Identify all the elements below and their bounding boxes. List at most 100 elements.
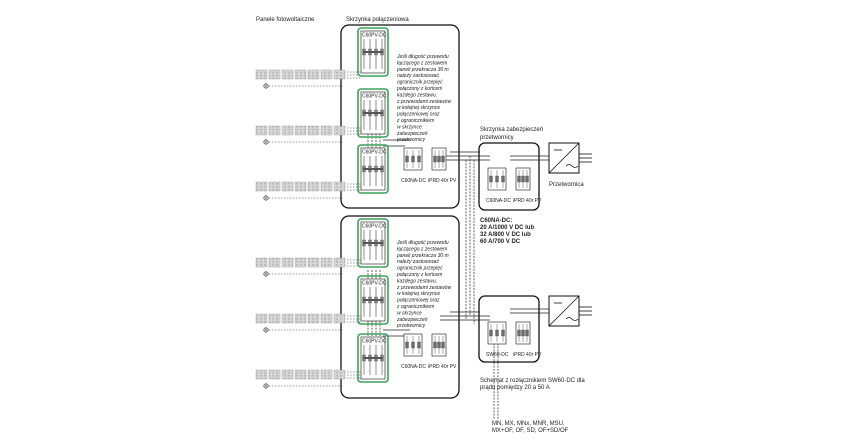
pv-module [294,313,307,324]
circuit-breaker: C60PV-DC [357,333,389,383]
surge-arrester-inverter-2-label: iPRD 40r PV [513,352,542,358]
pv-string [255,69,362,89]
pv-module [307,181,320,192]
pv-module [294,125,307,136]
note-line: połączony z końcem [396,86,442,92]
pv-module [268,181,281,192]
note-line: z ogranicznikiem [396,304,434,310]
circuit-breaker: C60PV-DC [357,88,389,138]
ground-icon [263,271,269,277]
combiner-box-bottom [340,215,460,399]
sw60-switch-label: SW60-DC [486,352,509,358]
c60na-breaker-inverter-label: C60NA-DC [486,198,511,204]
c60-rating-title: C60NA-DC: [480,218,512,224]
pv-string [255,313,362,333]
pv-module [281,69,294,80]
note-line: w skrzynce [397,310,422,316]
breaker-label: C60PV-DC [362,224,387,230]
breaker-label: C60PV-DC [362,150,387,156]
note-line: połączony z końcem [396,272,442,278]
pv-module [320,313,333,324]
surge-arrester-bottom-label: iPRD 40r PV [428,364,457,370]
pv-module [255,313,268,324]
circuit-breaker: C60PV-DC [357,218,389,268]
combiner-box-top [340,24,460,209]
note-line: z przewodami zestawów [396,99,452,105]
note-line: każdego zestawu, [397,92,437,98]
pv-module [333,125,346,136]
inverter-protection-box-bottom [478,295,540,363]
pv-module [320,257,333,268]
pv-module [307,369,320,380]
pv-module [320,125,333,136]
sw60-switch: SW60-DC [486,321,509,358]
c60na-breaker-inverter: C60NA-DC [486,167,511,204]
note-line: ogranicznik przepięć [397,266,443,272]
pv-module [281,125,294,136]
pv-module [268,257,281,268]
circuit-breaker: C60PV-DC [357,275,389,325]
note-line: łączącego z zestawem [397,246,447,252]
note-line: w kolejnej skrzynce [397,291,440,297]
combiner-label: Skrzynka połączeniowa [346,17,409,23]
note-line: zabezpieczeń [396,317,428,323]
circuit-breaker: C60PV-DC [357,144,389,194]
pv-module [307,257,320,268]
pv-module [333,369,346,380]
pv-module [281,313,294,324]
pv-module [255,257,268,268]
pv-module [294,69,307,80]
pv-module [307,313,320,324]
c60na-breaker-bottom: C60NA-DC [401,333,426,370]
note-line: w kolejnej skrzynce [397,105,440,111]
c60-rating-line-3: 60 A/700 V DC [480,239,521,245]
note-line: Jeśli długość przewodu [396,240,449,246]
aux-contacts-line-2: MX+OF, OF, SD, OF+SD/OF [492,428,569,434]
pv-module [333,181,346,192]
ground-icon [263,139,269,145]
pv-module [281,257,294,268]
pv-module [333,257,346,268]
pv-module [255,125,268,136]
inverter-top [548,142,580,174]
ground-icon [263,383,269,389]
ac-output-top [579,153,592,163]
surge-arrester-inverter-2: iPRD 40r PV [513,321,542,358]
pv-module [281,181,294,192]
pv-module [268,313,281,324]
pv-module [307,125,320,136]
note-line: w skrzynce [397,124,422,130]
note-line: każdego zestawu, [397,278,437,284]
c60-rating-line-2: 32 A/800 V DC lub [480,232,531,238]
ground-icon [263,195,269,201]
surge-arrester-bottom: iPRD 40r PV [428,333,457,370]
breaker-highlight [357,88,389,138]
breaker-label: C60PV-DC [362,339,387,345]
note-line: paneli przekracza 30 m [396,67,449,73]
pv-module [320,69,333,80]
breaker-highlight [357,275,389,325]
pv-string [255,181,362,201]
pv-module [320,369,333,380]
note-line: przetwornicy [396,137,426,143]
surge-arrester-top: iPRD 40r PV [428,147,457,184]
pv-module [307,69,320,80]
circuit-breaker: C60PV-DC [357,27,389,77]
note-line: połączeniowej oraz [396,298,440,304]
pv-module [294,181,307,192]
surge-arrester-inverter: iPRD 40r PV [513,167,542,204]
pv-module [268,369,281,380]
note-line: paneli przekracza 30 m [396,253,449,259]
pv-module [333,313,346,324]
surge-arrester-inverter-label: iPRD 40r PV [513,198,542,204]
inverter-label: Przetwornica [549,182,584,188]
c60na-breaker-bottom-label: C60NA-DC [401,364,426,370]
c60na-breaker-top-label: C60NA-DC [401,178,426,184]
note-line: zabezpieczeń [396,131,428,137]
pv-string [255,369,362,389]
pv-string [255,257,362,277]
inverter-protection-box-top [478,142,540,211]
breaker-highlight [357,27,389,77]
sw60-note-line-1: Schemat z rozłącznikiem SW60-DC dla [480,378,585,384]
